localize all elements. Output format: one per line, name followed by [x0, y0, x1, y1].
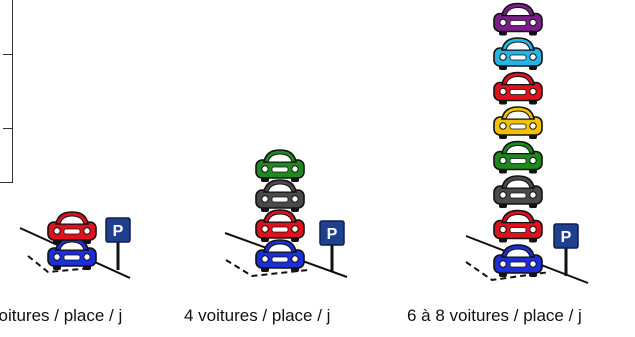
parking-sign-icon: P	[106, 218, 130, 242]
caption-stack-3: 6 à 8 voitures / place / j	[407, 306, 582, 326]
car-icon	[494, 38, 542, 70]
car-icon	[256, 180, 304, 212]
caption-stack-2: 4 voitures / place / j	[184, 306, 330, 326]
car-icon	[494, 211, 542, 243]
car-stack	[256, 150, 304, 272]
car-icon	[494, 142, 542, 174]
car-icon	[48, 212, 96, 244]
car-icon	[494, 73, 542, 105]
car-icon	[256, 240, 304, 272]
svg-text:P: P	[561, 229, 572, 246]
svg-text:P: P	[113, 223, 124, 240]
car-stack	[48, 212, 96, 270]
parking-sign-icon: P	[320, 221, 344, 245]
car-icon	[256, 210, 304, 242]
car-icon	[494, 176, 542, 208]
caption-stack-1: voitures / place / j	[0, 306, 122, 326]
svg-text:P: P	[327, 226, 338, 243]
car-icon	[494, 107, 542, 139]
car-icon	[256, 150, 304, 182]
parking-sign-icon: P	[554, 224, 578, 248]
car-stack	[494, 4, 542, 278]
car-icon	[494, 4, 542, 36]
